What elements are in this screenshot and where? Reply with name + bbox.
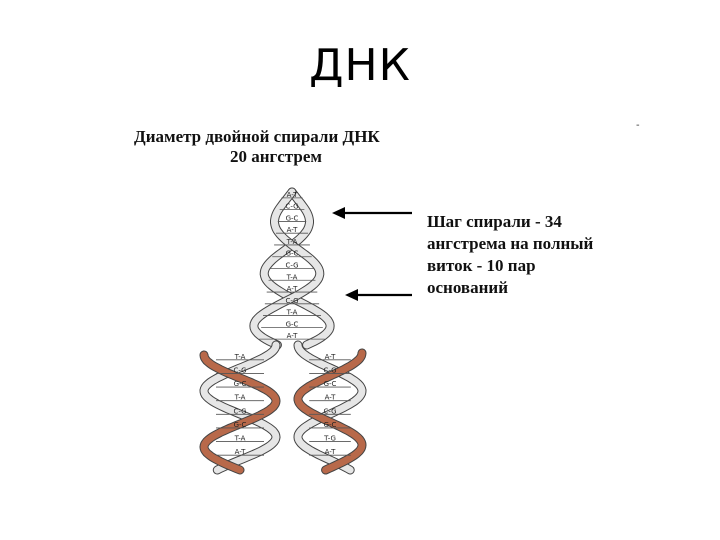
pitch-caption-line-1: Шаг спирали - 34: [427, 212, 562, 231]
parent-pair-label: A-T: [287, 285, 299, 293]
pitch-caption: Шаг спирали - 34 ангстрема на полный вит…: [427, 211, 657, 299]
corner-mark: -: [636, 120, 640, 131]
pitch-caption-line-3: виток - 10 пар: [427, 256, 536, 275]
parent-pair-label: T-A: [286, 238, 298, 246]
left-daughter-pair-label: G-C: [234, 380, 247, 388]
parent-strand-b: [250, 188, 324, 349]
parent-pair-label: A-T: [287, 191, 299, 199]
right-daughter-pair-label: A-T: [325, 394, 337, 402]
left-old-strand: [200, 341, 280, 474]
left-daughter-pair-label: G-C: [234, 421, 247, 429]
right-daughter-pair-label: T-G: [323, 435, 336, 443]
left-daughter-pair-label: A-T: [235, 448, 247, 456]
parent-pair-label: C-G: [285, 203, 298, 211]
diameter-caption-line-2: 20 ангстрем: [230, 147, 322, 166]
diameter-caption: Диаметр двойной спирали ДНК 20 ангстрем: [134, 127, 454, 167]
left-daughter-pair-label: T-A: [234, 394, 246, 402]
parent-pair-label: T-A: [286, 273, 298, 281]
left-daughter-pair-label: C-G: [233, 366, 246, 374]
parent-pair-label: G-C: [286, 320, 299, 328]
right-daughter-pair-label: G-C: [324, 421, 337, 429]
left-daughter-pair-label: C-G: [233, 407, 246, 415]
right-daughter-pair-label: A-T: [325, 448, 337, 456]
parent-pair-label: G-C: [286, 214, 299, 222]
top-arrow-head: [332, 207, 345, 219]
pitch-caption-line-2: ангстрема на полный: [427, 234, 594, 253]
parent-pair-label: G-C: [286, 250, 299, 258]
right-daughter-pair-label: G-C: [324, 380, 337, 388]
parent-pair-label: C-G: [285, 297, 298, 305]
left-daughter-pair-label: T-A: [234, 353, 246, 361]
parent-strand-a: [260, 188, 334, 349]
left-new-strand: [200, 351, 280, 474]
right-daughter-pair-label: A-T: [325, 353, 337, 361]
right-daughter-pair-label: C-G: [323, 366, 336, 374]
parent-pair-label: A-T: [287, 226, 299, 234]
parent-pair-label: C-G: [285, 262, 298, 270]
bottom-arrow-head: [345, 289, 358, 301]
left-daughter-pair-label: T-A: [234, 435, 246, 443]
diameter-caption-line-1: Диаметр двойной спирали ДНК: [134, 127, 380, 146]
right-daughter-pair-label: C-G: [323, 407, 336, 415]
parent-pair-label: A-T: [287, 332, 299, 340]
right-new-strand: [294, 349, 366, 474]
slide-title: ДНК: [309, 40, 411, 91]
parent-pair-label: T-A: [286, 309, 298, 317]
pitch-caption-line-4: оснований: [427, 278, 508, 297]
right-old-strand: [294, 341, 366, 474]
